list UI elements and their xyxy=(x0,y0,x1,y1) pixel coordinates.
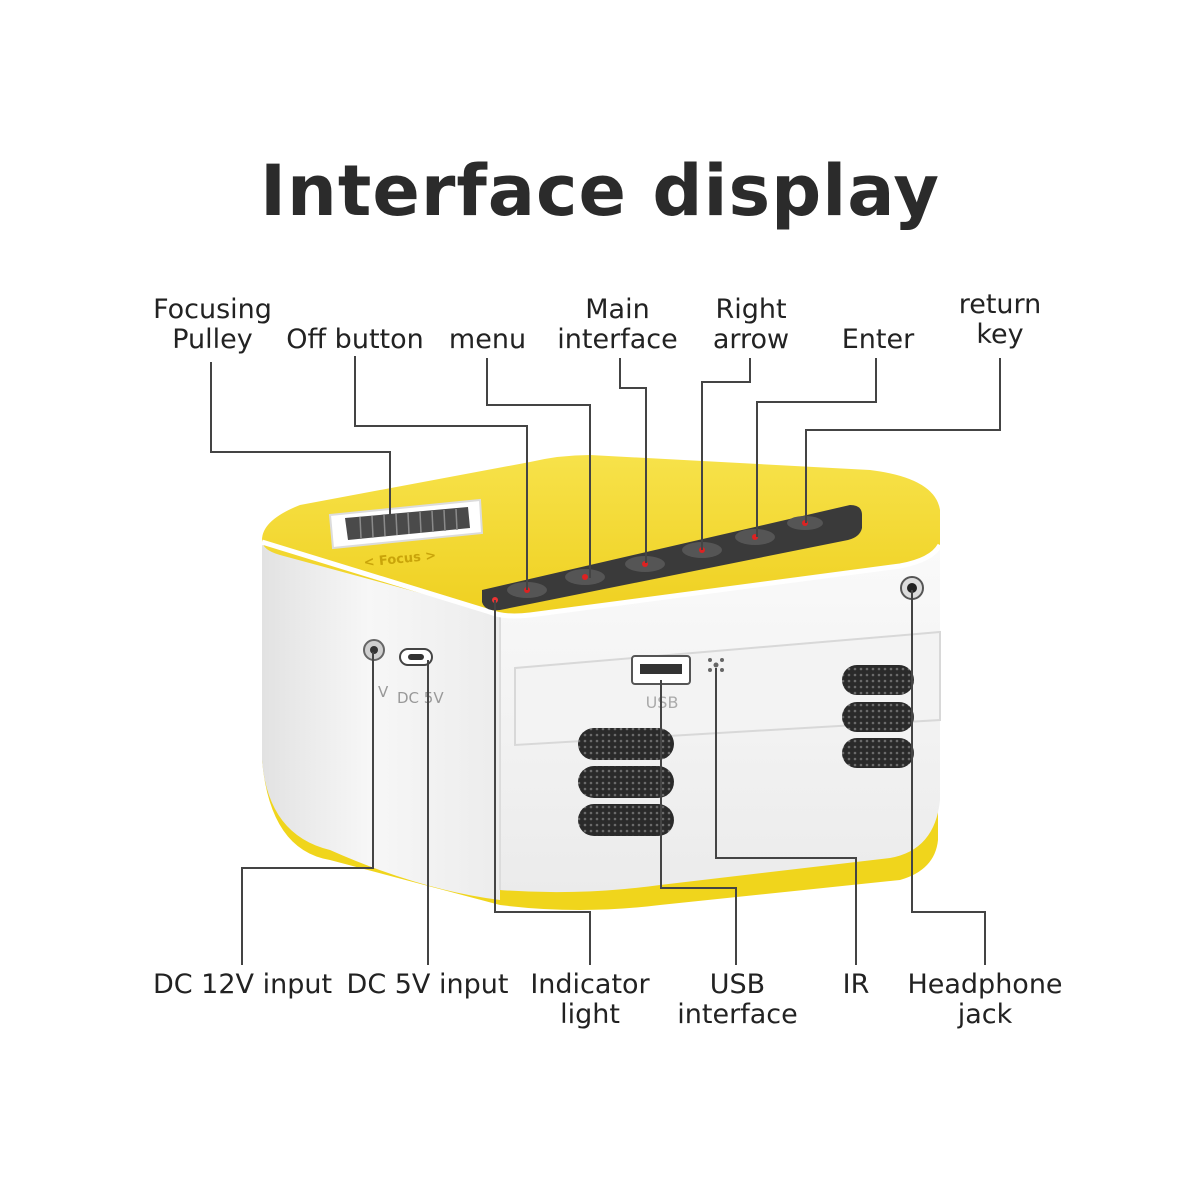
ir-sensor xyxy=(708,658,724,672)
label-focusing-pulley: Focusing Pulley xyxy=(153,294,272,355)
left-side-panel xyxy=(262,545,500,900)
port-panel: USB xyxy=(514,630,941,747)
label-return-key: return key xyxy=(958,289,1042,350)
label-dc12v-input: DC 12V input xyxy=(152,969,333,1000)
leader-enter xyxy=(756,358,877,537)
leader-focusing-pulley xyxy=(210,362,391,515)
leader-off-button xyxy=(354,356,528,590)
page-title: Interface display xyxy=(260,150,940,232)
projector-body: < Focus > xyxy=(261,455,943,910)
label-main-interface: Main interface xyxy=(557,294,678,355)
panel-button-menu[interactable] xyxy=(565,569,605,585)
dc5v-port-label: DC 5V xyxy=(397,689,444,707)
leader-lines xyxy=(210,356,1001,965)
leader-indicator-light xyxy=(494,600,591,965)
control-panel xyxy=(482,505,862,611)
leader-return-key xyxy=(805,358,1001,523)
leader-dc12v xyxy=(241,652,374,965)
leader-right-arrow xyxy=(701,358,751,550)
leader-usb-interface xyxy=(660,680,737,965)
dc5v-port[interactable] xyxy=(399,648,433,666)
label-right-arrow: Right arrow xyxy=(712,294,790,355)
label-usb-interface: USB interface xyxy=(677,969,798,1030)
label-indicator-light: Indicator light xyxy=(530,969,650,1030)
vent-grille-right xyxy=(842,665,914,768)
usb-port[interactable] xyxy=(631,655,691,685)
label-dc5v-input: DC 5V input xyxy=(346,969,509,1000)
leader-main-interface xyxy=(619,358,647,563)
label-ir: IR xyxy=(842,969,870,1000)
label-headphone-jack: Headphone jack xyxy=(907,969,1063,1030)
leader-headphone-jack xyxy=(911,590,986,965)
top-yellow-lid xyxy=(262,455,940,616)
label-menu: menu xyxy=(448,324,527,355)
vent-grille-left xyxy=(578,728,674,836)
headphone-jack[interactable] xyxy=(900,576,924,600)
dc12v-port-label: V xyxy=(378,683,389,701)
leader-ir xyxy=(715,668,857,965)
panel-button-right-arrow[interactable] xyxy=(735,529,775,545)
label-off-button: Off button xyxy=(286,324,424,355)
leader-menu xyxy=(486,358,591,578)
label-enter: Enter xyxy=(841,324,915,355)
